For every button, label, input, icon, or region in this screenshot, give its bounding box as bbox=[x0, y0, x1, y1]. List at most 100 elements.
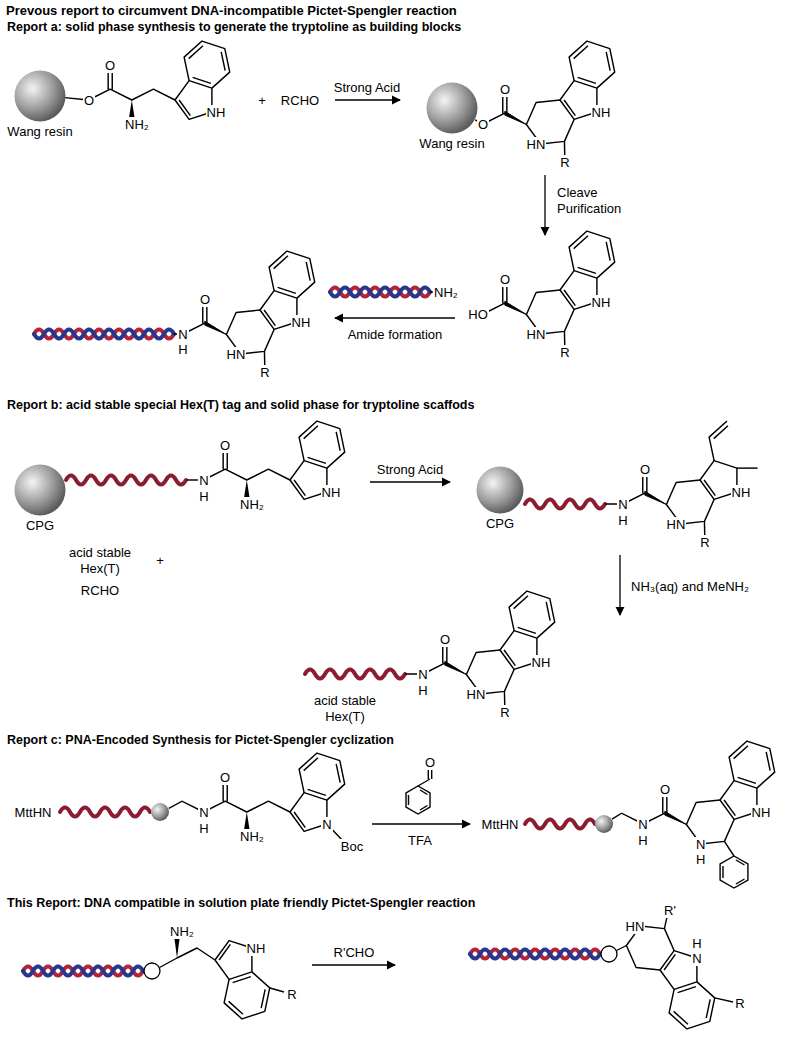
atom-label: Boc bbox=[340, 839, 364, 854]
atom-label: NH bbox=[246, 941, 267, 956]
atom-label: H bbox=[417, 683, 428, 698]
reagent-label: Amide formation bbox=[347, 327, 444, 342]
dna-tryptamine-structure bbox=[215, 941, 270, 1019]
atom-label: N bbox=[198, 473, 209, 488]
pna-strand bbox=[60, 808, 150, 817]
atom-label: HN bbox=[226, 347, 247, 362]
linker-circle bbox=[601, 946, 617, 962]
dna-tryptoline-structure bbox=[174, 251, 315, 368]
atom-label: N bbox=[321, 817, 332, 832]
atom-label: HO bbox=[467, 307, 489, 322]
cpg-product-structure bbox=[623, 472, 666, 505]
atom-label: O bbox=[659, 782, 671, 797]
atom-label: N bbox=[691, 951, 702, 966]
linker-bead bbox=[151, 803, 169, 821]
dna-double-helix bbox=[470, 950, 600, 959]
benzaldehyde-structure bbox=[406, 786, 430, 814]
hex-t-tryptoline-structure bbox=[423, 642, 466, 675]
scheme-title: Prevous report to circumvent DNA-incompa… bbox=[6, 3, 457, 18]
resin-bead: CPG bbox=[476, 466, 524, 531]
section-heading: Report c: PNA-Encoded Synthesis for Pict… bbox=[6, 733, 395, 748]
dna-tryptoline-structure bbox=[183, 302, 226, 335]
bead-sphere bbox=[476, 466, 524, 514]
atom-label: H bbox=[695, 852, 706, 867]
hex-t-tryptoline-structure bbox=[405, 591, 555, 708]
atom-label: H bbox=[691, 936, 702, 951]
hex-t-tryptoline-structure bbox=[466, 591, 554, 694]
tryptoline-resin-structure bbox=[526, 41, 614, 144]
tryptoline-resin-structure bbox=[483, 92, 526, 125]
atom-label: NH bbox=[731, 485, 752, 500]
atom-label: H bbox=[637, 833, 648, 848]
reaction-arrow bbox=[544, 175, 545, 235]
bead-label: Wang resin bbox=[4, 124, 75, 139]
reaction-arrow bbox=[312, 964, 395, 965]
reagent-label: MttHN bbox=[14, 805, 53, 820]
atom-label: NH₂ bbox=[124, 117, 150, 132]
atom-label: NH₂ bbox=[239, 829, 265, 844]
atom-label: NH₂ bbox=[239, 497, 265, 512]
dna-double-helix bbox=[330, 288, 430, 297]
resin-bead: CPG bbox=[14, 464, 66, 533]
pna-tryptoline-structure bbox=[643, 792, 686, 825]
atom-label: N bbox=[198, 805, 209, 820]
section-heading: This Report: DNA compatible in solution … bbox=[6, 896, 476, 911]
linker-bead bbox=[595, 815, 613, 833]
hex-t-strand bbox=[305, 670, 405, 679]
bead-sphere bbox=[14, 464, 66, 516]
pna-strand bbox=[525, 820, 595, 829]
bead-sphere bbox=[426, 82, 478, 134]
atom-label: O bbox=[219, 770, 231, 785]
bead-label: Wang resin bbox=[416, 136, 487, 151]
boc-tryptophan-structure bbox=[204, 780, 290, 832]
benzaldehyde-structure bbox=[418, 767, 432, 786]
reagent-label: Hex(T) bbox=[79, 561, 121, 576]
atom-label: O bbox=[199, 292, 211, 307]
atom-label: + bbox=[257, 93, 267, 108]
reagent-label: RCHO bbox=[280, 93, 320, 108]
atom-label: H bbox=[198, 821, 209, 836]
hex-t-strand bbox=[525, 500, 605, 509]
atom-label: HN bbox=[466, 687, 487, 702]
atom-label: HN bbox=[666, 517, 687, 532]
phenyl-ring bbox=[724, 841, 734, 856]
dna-double-helix bbox=[470, 950, 600, 959]
tryptoline-acid-structure bbox=[483, 282, 526, 315]
reaction-arrow bbox=[619, 555, 620, 615]
atom-label: HN bbox=[526, 327, 547, 342]
reagent-label: Strong Acid bbox=[333, 80, 402, 95]
atom-label: O bbox=[83, 93, 95, 108]
atom-label: R bbox=[559, 155, 570, 170]
atom-label: NH bbox=[206, 105, 227, 120]
atom-label: R bbox=[499, 705, 510, 720]
pna-strand bbox=[60, 808, 150, 817]
atom-label: O bbox=[104, 58, 116, 73]
atom-label: O bbox=[219, 438, 231, 453]
section-heading: Report b: acid stable special Hex(T) tag… bbox=[6, 398, 475, 413]
atom-label: O bbox=[424, 755, 436, 770]
reagent-label: Strong Acid bbox=[376, 462, 445, 477]
dna-tryptoline-product-structure bbox=[617, 917, 734, 1002]
reagent-label: Hex(T) bbox=[324, 709, 366, 724]
tryptophan-cpg-structure bbox=[204, 448, 290, 500]
atom-label: + bbox=[155, 553, 165, 568]
reaction-arrow bbox=[370, 481, 450, 482]
reagent-label: RCHO bbox=[80, 583, 120, 598]
atom-label: N bbox=[617, 497, 628, 512]
pna-tryptoline-structure bbox=[612, 741, 775, 844]
cpg-product-structure bbox=[737, 467, 758, 468]
hex-t-strand bbox=[525, 500, 605, 509]
atom-label: O bbox=[439, 632, 451, 647]
atom-label: O bbox=[477, 117, 489, 132]
atom-label: R bbox=[699, 535, 710, 550]
atom-label: R bbox=[286, 987, 297, 1002]
atom-label: N bbox=[695, 837, 706, 852]
tryptophan-resin-structure bbox=[65, 41, 230, 119]
linker-circle bbox=[144, 963, 160, 979]
dna-tryptoline-product-structure bbox=[626, 926, 714, 1029]
bead-sphere bbox=[427, 83, 478, 134]
reagent-label: MttHN bbox=[481, 817, 520, 832]
dna-double-helix bbox=[23, 967, 143, 976]
tryptophan-resin-structure bbox=[175, 41, 230, 119]
